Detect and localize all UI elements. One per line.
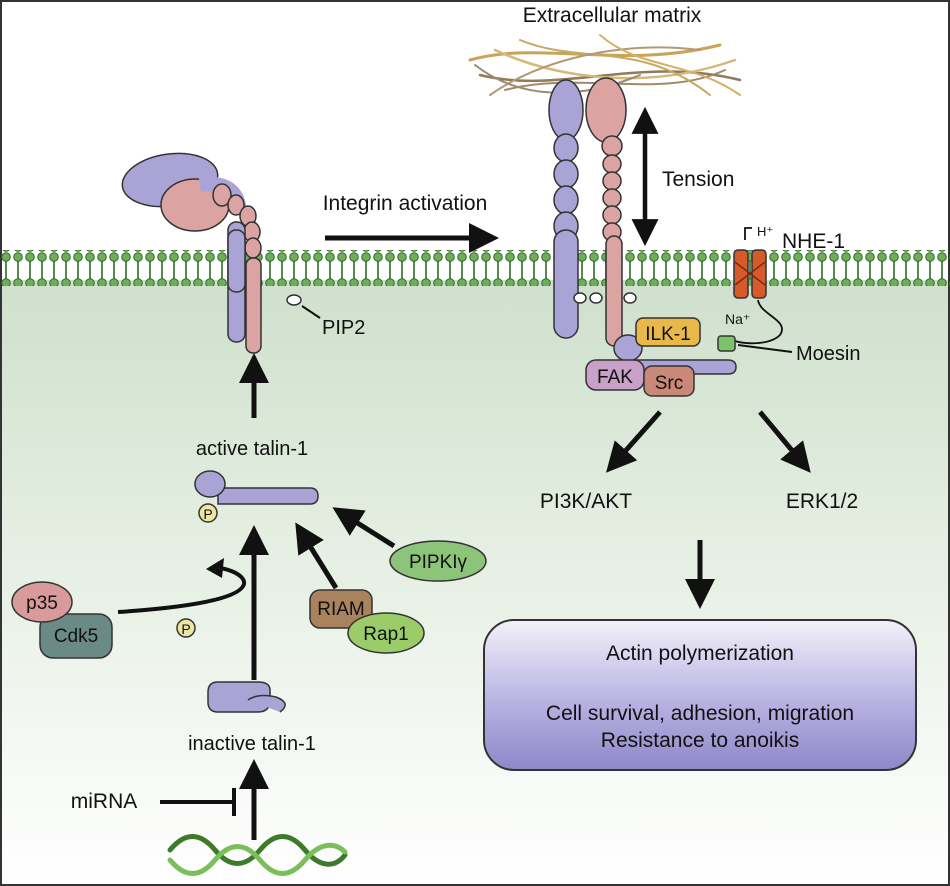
- talin-gene-dna-helix: [167, 834, 348, 876]
- extracellular-matrix-label: Extracellular matrix: [523, 4, 702, 27]
- phosphate-group-label: P: [181, 621, 190, 637]
- pipk-protein: [389, 540, 487, 582]
- pipk-label: PIPKIγ: [409, 552, 468, 573]
- moesin-label: Moesin: [796, 343, 860, 365]
- plasma-membrane: [0, 250, 950, 286]
- cytoplasm: [0, 280, 950, 886]
- p35-label: p35: [26, 593, 58, 614]
- arrow-pipk-to-talin: [332, 507, 396, 549]
- pi3k-akt-label: PI3K/AKT: [540, 490, 632, 513]
- integrin-activation-label: Integrin activation: [323, 192, 488, 215]
- src-protein: [643, 365, 695, 397]
- active-talin-phosphate: [198, 503, 218, 523]
- pip2-label: PIP2: [322, 317, 365, 339]
- proton-export-arrow: [744, 227, 752, 240]
- active-talin-rod: [217, 487, 319, 505]
- sodium-label: Na⁺: [725, 311, 750, 327]
- extended-integrin: [548, 77, 627, 347]
- arrow-to-pi3k: [606, 410, 662, 473]
- ilk1-label: ILK-1: [645, 324, 690, 345]
- nhe1-label: NHE-1: [782, 230, 845, 253]
- riam-label: RIAM: [317, 599, 365, 620]
- active-talin-phosphate-label: P: [203, 506, 212, 522]
- active-talin-label: active talin-1: [196, 438, 308, 460]
- bent-integrin: [121, 152, 262, 354]
- erk-label: ERK1/2: [786, 490, 858, 513]
- active-talin-head: [194, 470, 226, 498]
- src-label: Src: [655, 373, 684, 394]
- pip2-pointer: [301, 305, 321, 319]
- p35-protein: [11, 581, 73, 623]
- arrow-to-erk: [758, 410, 811, 473]
- outcome-anoikis-resistance: Resistance to anoikis: [601, 729, 799, 752]
- inactive-talin-label: inactive talin-1: [188, 733, 316, 755]
- nhe1-transporter: [731, 249, 783, 345]
- ilk1-protein: [635, 317, 701, 347]
- moesin-pointer: [737, 344, 793, 353]
- cdk5-phosphorylation-arrowhead: [206, 558, 224, 578]
- pip2-lipid: [286, 294, 302, 306]
- pip2-cluster: [573, 292, 637, 304]
- proton-label: H⁺: [757, 224, 773, 239]
- moesin-protein: [717, 335, 736, 352]
- cdk5-protein: [39, 613, 113, 659]
- tension-label: Tension: [662, 168, 734, 191]
- rap1-label: Rap1: [363, 624, 408, 645]
- outcome-cell-survival: Cell survival, adhesion, migration: [546, 702, 854, 725]
- riam-protein: [309, 589, 373, 629]
- mirna-label: miRNA: [71, 790, 138, 813]
- arrow-riam-to-talin: [295, 522, 339, 590]
- cdk5-label: Cdk5: [54, 626, 98, 647]
- inactive-talin-fold: [247, 694, 286, 713]
- outcome-box: Actin polymerization Cell survival, adhe…: [483, 619, 917, 771]
- cdk5-phosphorylation-arc: [117, 565, 246, 614]
- phosphate-group: [176, 618, 196, 638]
- rap1-protein: [347, 612, 425, 654]
- extracellular-matrix-fibers: [468, 34, 742, 96]
- fak-label: FAK: [597, 367, 633, 388]
- outcome-actin-polymerization: Actin polymerization: [606, 642, 794, 665]
